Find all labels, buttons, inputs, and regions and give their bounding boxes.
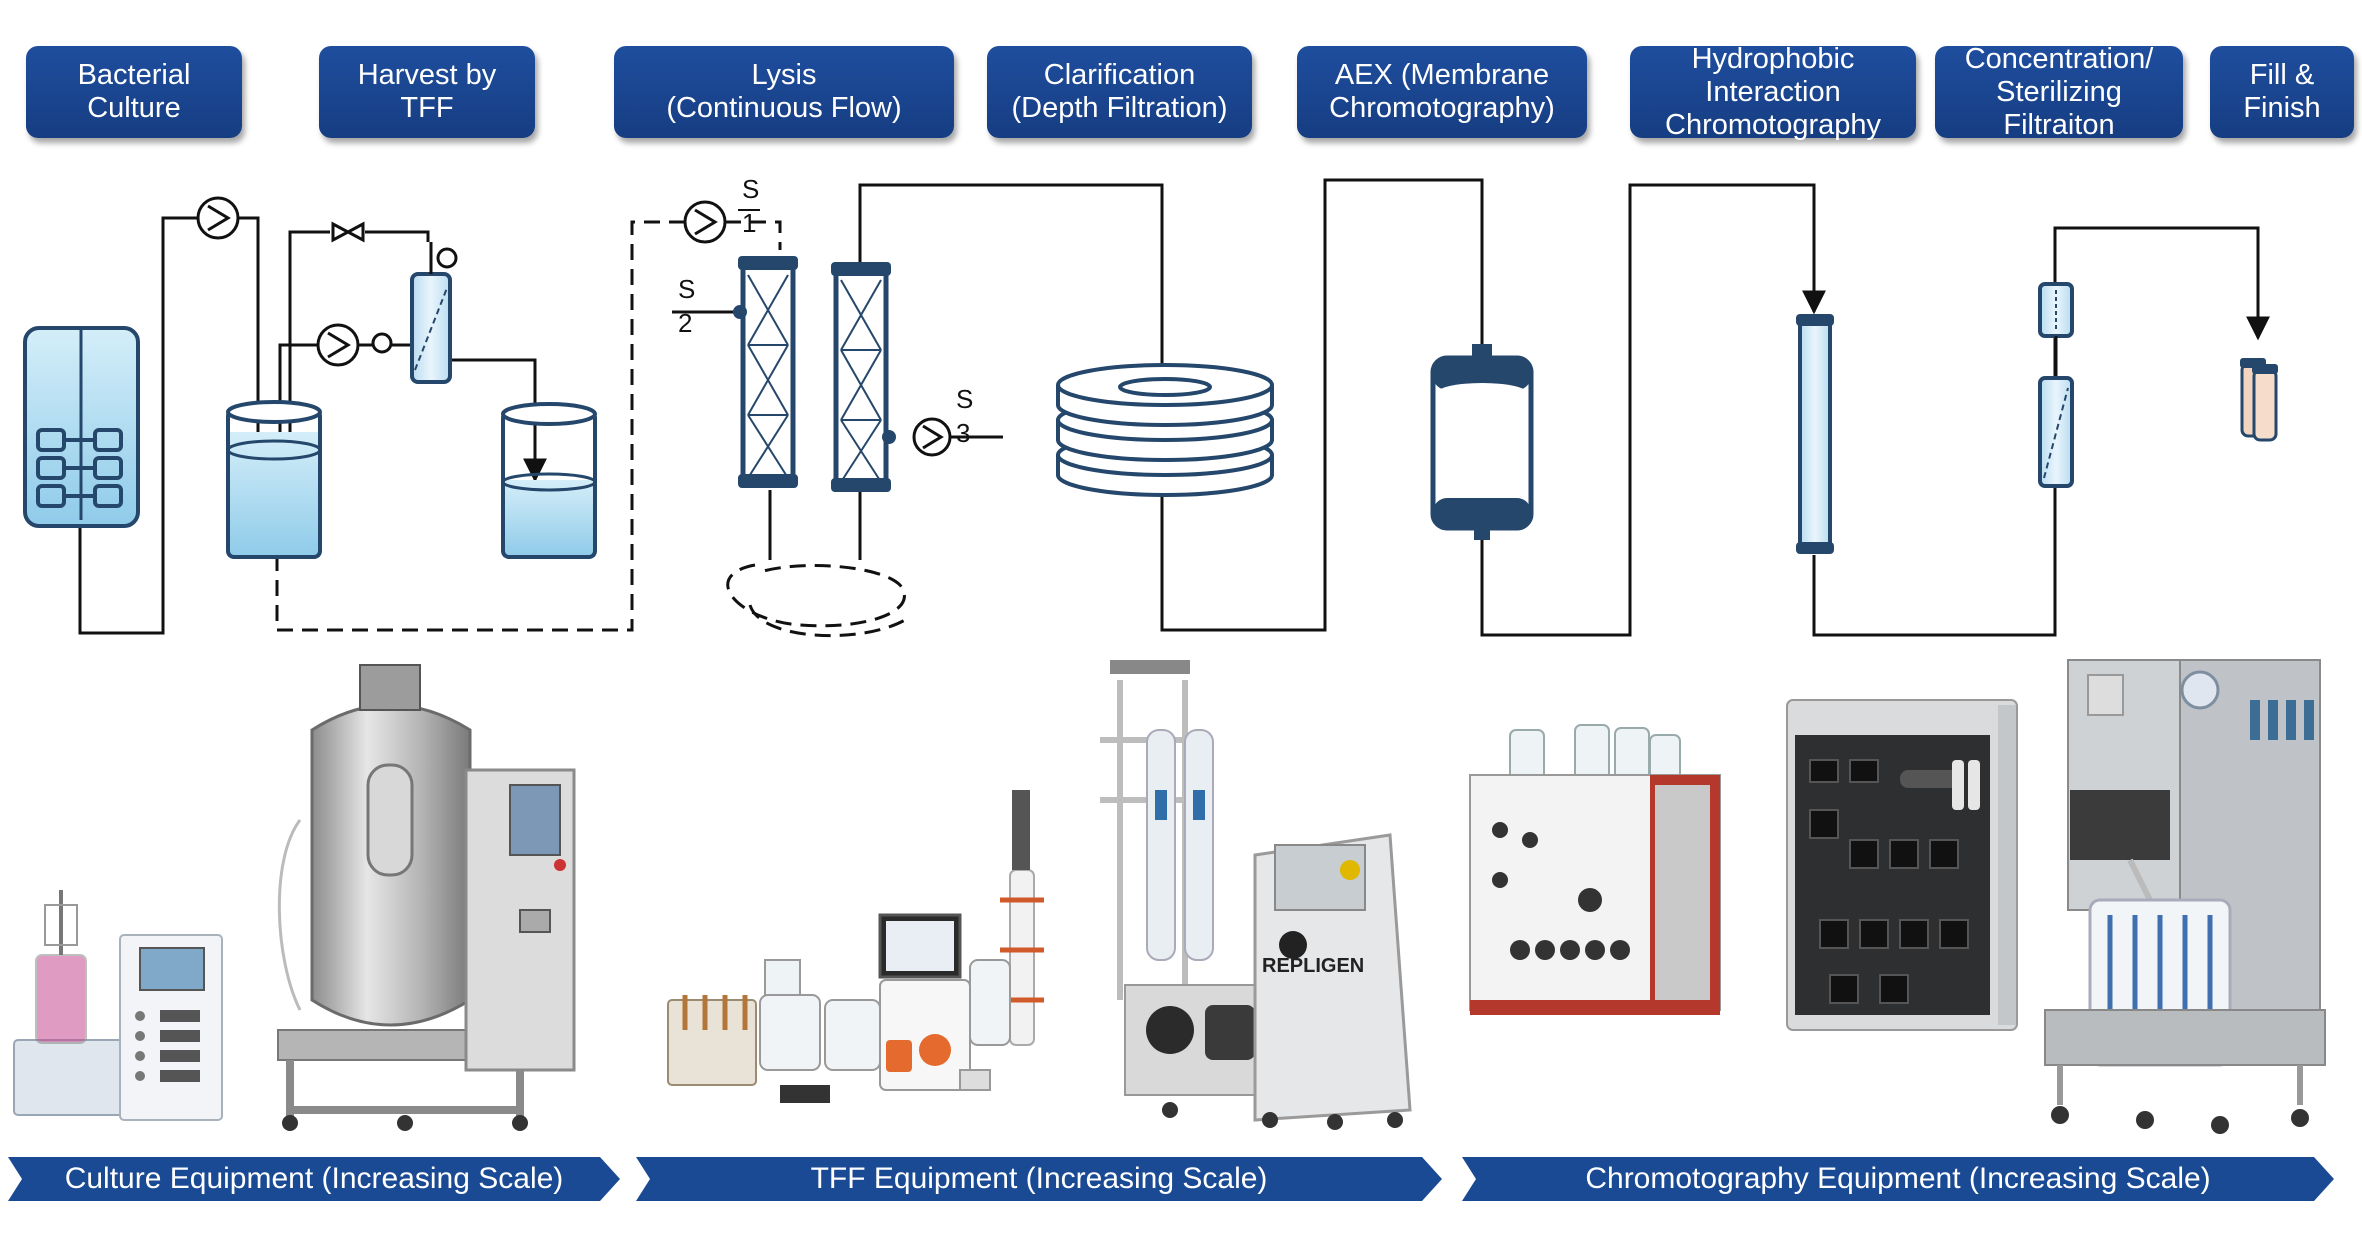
sample-pump-s3-icon xyxy=(912,417,952,457)
banner-tff-label: TFF Equipment (Increasing Scale) xyxy=(810,1162,1268,1195)
pump-icon xyxy=(196,196,240,240)
sample-label-s3-number: 3 xyxy=(956,418,970,448)
aex-membrane-capsule-icon xyxy=(1430,344,1534,540)
repligen-tff-skid-icon: REPLIGEN xyxy=(1100,660,1412,1130)
sample-label-s2-letter: S xyxy=(678,274,695,304)
benchtop-bioreactor-icon xyxy=(13,890,223,1121)
bioreactor-icon xyxy=(23,326,140,528)
step-fill-finish: Fill & Finish xyxy=(2210,46,2354,138)
banner-tff-equipment: TFF Equipment (Increasing Scale) xyxy=(636,1157,1442,1201)
process-chromatography-system-icon xyxy=(1786,699,2018,1031)
pilot-bioreactor-icon xyxy=(277,664,576,1131)
step-hic: Hydrophobic Interaction Chromotography xyxy=(1630,43,1916,141)
pump-icon xyxy=(316,323,393,367)
lysis-pump-icon xyxy=(683,200,727,244)
step-bacterial-culture: Bacterial Culture xyxy=(26,46,242,138)
banner-culture-equipment: Culture Equipment (Increasing Scale) xyxy=(8,1157,620,1201)
step-harvest-tff: Harvest by TFF xyxy=(319,46,535,138)
sample-label-s1-number: 1 xyxy=(742,208,756,238)
lysis-column-2-icon xyxy=(831,262,896,492)
banner-chromatography-label: Chromotography Equipment (Increasing Sca… xyxy=(1585,1162,2211,1195)
tff-filter-icon xyxy=(410,242,458,384)
step-lysis: Lysis (Continuous Flow) xyxy=(614,46,954,138)
dashed-transfer-lines xyxy=(275,220,906,638)
sample-label-s2-number: 2 xyxy=(678,308,692,338)
depth-filter-icon xyxy=(1056,363,1274,497)
benchtop-chromatography-system-icon xyxy=(1469,724,1721,1015)
step-concentration-filtration: Concentration/ Sterilizing Filtraiton xyxy=(1935,43,2183,141)
banner-culture-label: Culture Equipment (Increasing Scale) xyxy=(64,1162,564,1195)
benchtop-tff-system-icon xyxy=(667,790,1044,1103)
banner-chromatography-equipment: Chromotography Equipment (Increasing Sca… xyxy=(1462,1157,2334,1201)
harvest-tank-icon xyxy=(226,400,322,559)
large-scale-chromatography-skid-icon xyxy=(2044,659,2326,1134)
fill-finish-vials-icon xyxy=(2240,358,2278,442)
hic-column-icon xyxy=(1796,314,1834,554)
sample-label-s1-letter: S xyxy=(742,174,759,204)
sample-label-s3-letter: S xyxy=(956,384,973,414)
permeate-tank-icon xyxy=(501,402,597,559)
repligen-brand-label: REPLIGEN xyxy=(1262,955,1364,977)
valve-icon xyxy=(331,221,365,243)
step-aex: AEX (Membrane Chromotography) xyxy=(1297,46,1587,138)
concentration-filter-icon xyxy=(2038,282,2074,488)
lysis-column-1-icon xyxy=(733,256,798,488)
step-clarification: Clarification (Depth Filtration) xyxy=(987,46,1252,138)
